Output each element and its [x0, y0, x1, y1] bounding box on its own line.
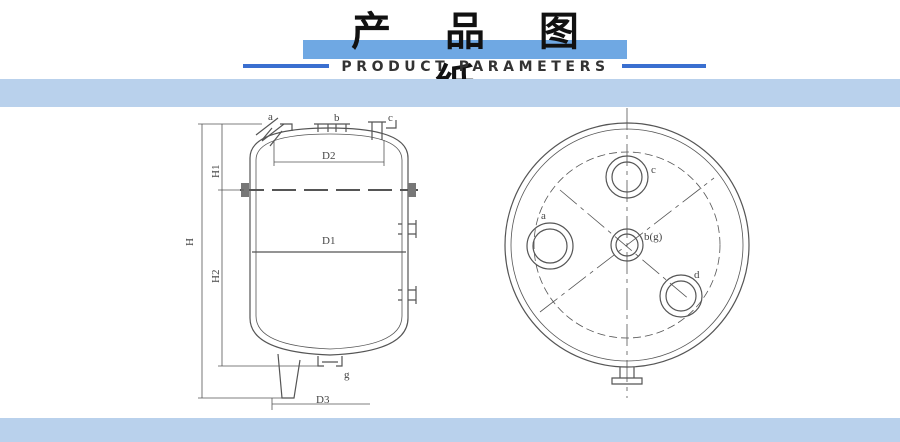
- center-line-diagonal: [539, 177, 715, 313]
- top-nozzle-c-inner: [611, 161, 643, 193]
- side-view-drawing: [198, 117, 418, 410]
- flange-right: [408, 183, 416, 197]
- top-nozzle-bg-outer: [610, 228, 644, 262]
- side-nozzle-upper: [398, 220, 417, 238]
- top-nozzle-bg-inner: [615, 233, 639, 257]
- top-nozzle-d-inner: [665, 280, 697, 312]
- center-line-diagonal-2: [559, 189, 691, 301]
- top-nozzle-c-outer: [605, 155, 649, 199]
- label-h: H: [184, 238, 196, 246]
- subtitle-rule-left: [243, 64, 329, 68]
- top-nozzle-a-outer: [526, 222, 574, 270]
- vessel-inner-outline: [255, 133, 403, 350]
- title-highlight-bar: [303, 40, 627, 59]
- top-nozzle-d-outer: [659, 274, 703, 318]
- subtitle-rule-right: [622, 64, 706, 68]
- label-side-c: c: [388, 112, 393, 124]
- label-top-d: d: [694, 269, 700, 281]
- label-d2: D2: [322, 150, 335, 162]
- bottom-outlet: [317, 356, 343, 367]
- support-leg: [277, 353, 301, 399]
- flange-left: [241, 183, 249, 197]
- bottom-band: [0, 418, 900, 442]
- label-g: g: [344, 369, 350, 381]
- d3-dimension: [271, 398, 370, 410]
- nozzle-a: [255, 117, 285, 147]
- label-h2: H2: [210, 270, 222, 283]
- label-d3: D3: [316, 394, 330, 406]
- d2-dimension: [273, 140, 385, 166]
- label-top-a: a: [541, 210, 546, 222]
- label-side-b: b: [334, 112, 340, 124]
- label-top-c: c: [651, 164, 656, 176]
- nozzle-c: [368, 120, 397, 140]
- page-subtitle: PRODUCT PARAMETERS: [341, 59, 610, 75]
- top-view-drawing: [504, 108, 750, 398]
- h2-dimension: [218, 190, 318, 367]
- top-band: [0, 79, 900, 107]
- top-nozzle-a-inner: [532, 228, 568, 264]
- label-d1: D1: [322, 235, 335, 247]
- label-side-a: a: [268, 111, 273, 123]
- label-top-bg: b(g): [644, 231, 663, 243]
- top-bottom-outlet: [611, 367, 643, 385]
- h-dimension: [198, 123, 282, 399]
- nozzle-b: [314, 123, 350, 132]
- side-nozzle-lower: [398, 286, 417, 304]
- h1-dimension: [218, 124, 244, 191]
- label-h1: H1: [210, 165, 222, 178]
- vessel-outline: [249, 127, 409, 356]
